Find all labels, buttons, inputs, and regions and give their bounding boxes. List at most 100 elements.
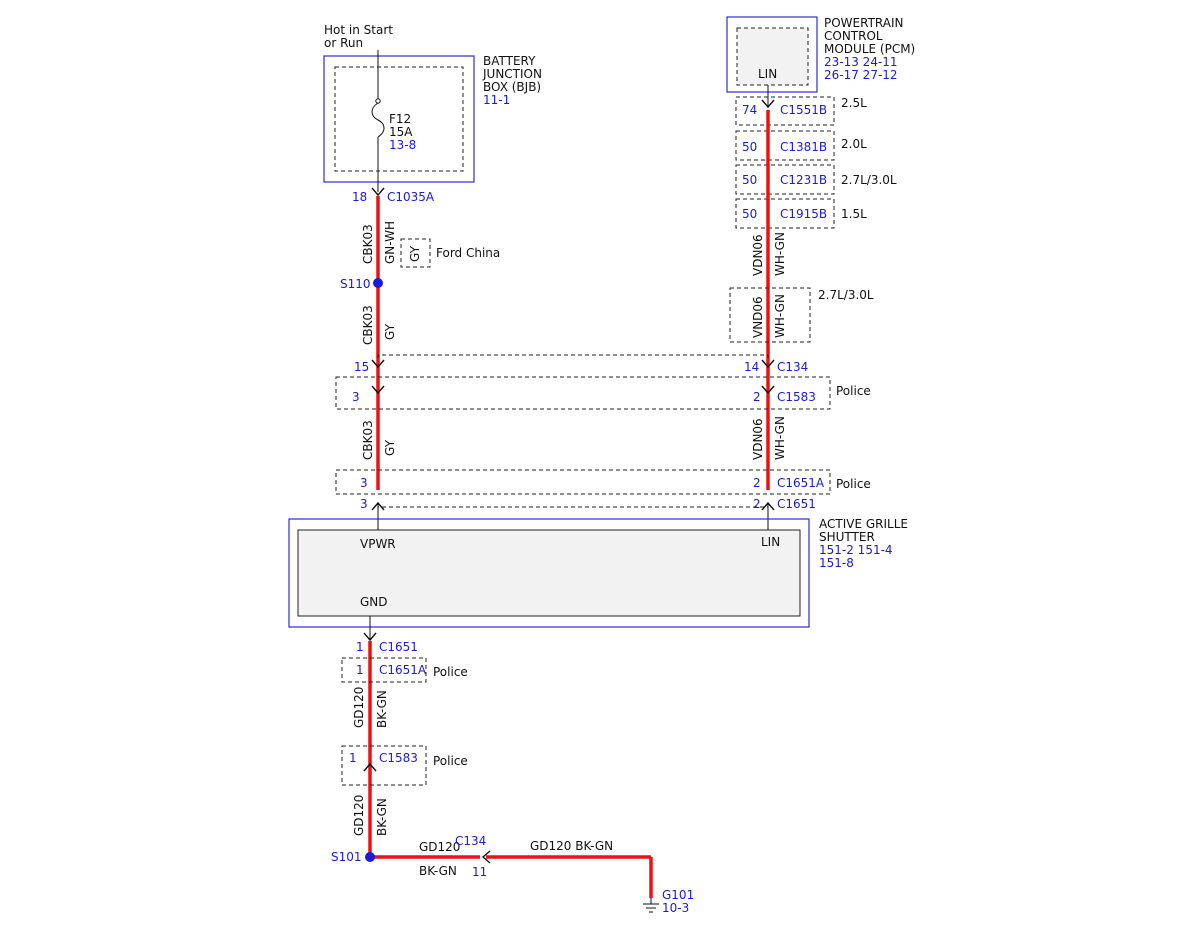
bjb-name-1: BATTERY bbox=[483, 54, 536, 68]
gnd-c134-terminal-icon bbox=[481, 850, 491, 864]
gnd-c1651a-pin: 1 bbox=[356, 663, 364, 677]
gnd-c134-connector: C134 bbox=[455, 834, 486, 848]
bjb-ref: 11-1 bbox=[483, 93, 510, 107]
pcm-ref-2: 26-17 27-12 bbox=[824, 68, 898, 82]
gnd-seg2-circuit: GD120 bbox=[352, 795, 366, 836]
c1651a-left-pin: 3 bbox=[360, 476, 368, 490]
bjb-hot-label-2: or Run bbox=[324, 36, 363, 50]
left-seg3-circuit: CBK03 bbox=[361, 420, 375, 460]
right-alt-variant: 2.7L/3.0L bbox=[818, 288, 874, 302]
left-seg2-color: GY bbox=[383, 323, 397, 340]
c1551b-box bbox=[735, 96, 835, 126]
c134-left-terminal-icon bbox=[371, 359, 385, 369]
gnd-c1651a-note: Police bbox=[433, 665, 468, 679]
c1035a-connector: C1035A bbox=[387, 190, 435, 204]
c1551b-terminal-icon bbox=[761, 99, 775, 109]
gnd-c1583-note: Police bbox=[433, 754, 468, 768]
c1551b-connector: C1551B bbox=[780, 103, 827, 117]
pcm-lin-label: LIN bbox=[758, 67, 777, 81]
gnd-seg1-circuit: GD120 bbox=[352, 687, 366, 728]
shutter-outline bbox=[288, 518, 810, 628]
c1231b-pin: 50 bbox=[742, 173, 757, 187]
pcm-outline bbox=[726, 16, 818, 93]
gnd-c1651a-box bbox=[341, 657, 427, 683]
bjb-outline bbox=[323, 55, 475, 183]
c1583-box bbox=[335, 376, 831, 410]
c1381b-box bbox=[735, 130, 835, 161]
gnd-c1651-terminal-icon bbox=[363, 632, 377, 642]
c1231b-variant: 2.7L/3.0L bbox=[841, 173, 897, 187]
c1231b-connector: C1231B bbox=[780, 173, 827, 187]
c1583-right-pin: 2 bbox=[753, 390, 761, 404]
fuse-terminal-top bbox=[375, 98, 381, 104]
c134-connector: C134 bbox=[777, 360, 808, 374]
c134-right-terminal-icon bbox=[761, 359, 775, 369]
right-seg2-circuit: VDN06 bbox=[751, 418, 765, 460]
shutter-ref-1: 151-2 151-4 bbox=[819, 543, 893, 557]
bjb-name-3: BOX (BJB) bbox=[483, 80, 541, 94]
shutter-gnd-label: GND bbox=[360, 595, 388, 609]
s110-label: S110 bbox=[340, 277, 371, 291]
c1651a-note: Police bbox=[836, 477, 871, 491]
ground-icon bbox=[643, 898, 659, 913]
alt-color-note: Ford China bbox=[436, 246, 500, 260]
gnd-c1583-pin: 1 bbox=[349, 751, 357, 765]
pcm-ref-1: 23-13 24-11 bbox=[824, 55, 898, 69]
bjb-inner-dashed bbox=[334, 66, 464, 172]
c1551b-variant: 2.5L bbox=[841, 96, 867, 110]
g101-ref: 10-3 bbox=[662, 901, 689, 915]
c1915b-box bbox=[735, 198, 835, 229]
pcm-inner bbox=[736, 27, 809, 86]
gnd-seg1-color: BK-GN bbox=[375, 690, 389, 728]
shutter-vpwr-label: VPWR bbox=[360, 537, 396, 551]
gnd-c1651-pin: 1 bbox=[356, 640, 364, 654]
alt-color-box bbox=[400, 238, 431, 268]
c1035a-pin: 18 bbox=[352, 190, 367, 204]
c1915b-variant: 1.5L bbox=[841, 207, 867, 221]
right-alt-circuit: VND06 bbox=[751, 296, 765, 338]
bjb-hot-label-1: Hot in Start bbox=[324, 23, 393, 37]
shutter-inner bbox=[297, 529, 801, 617]
gnd-c1651-connector: C1651 bbox=[379, 640, 418, 654]
c1381b-pin: 50 bbox=[742, 140, 757, 154]
pcm-name-1: POWERTRAIN bbox=[824, 16, 904, 30]
c134-right-pin: 14 bbox=[744, 360, 759, 374]
right-seg2-color: WH-GN bbox=[773, 416, 787, 460]
pcm-name-3: MODULE (PCM) bbox=[824, 42, 915, 56]
fuse-rating: 15A bbox=[389, 125, 413, 139]
c1583-left-pin: 3 bbox=[352, 390, 360, 404]
alt-color: GY bbox=[408, 245, 422, 262]
gnd-c1583-box bbox=[341, 745, 427, 786]
left-seg1-circuit: CBK03 bbox=[361, 224, 375, 264]
right-seg1-color: WH-GN bbox=[773, 232, 787, 276]
c1915b-pin: 50 bbox=[742, 207, 757, 221]
gnd-c1651a-connector: C1651A bbox=[379, 663, 427, 677]
c134-left-pin: 15 bbox=[354, 360, 369, 374]
c1381b-variant: 2.0L bbox=[841, 137, 867, 151]
c1651-connector: C1651 bbox=[777, 497, 816, 511]
c1381b-connector: C1381B bbox=[780, 140, 827, 154]
left-seg1-color: GN-WH bbox=[383, 221, 397, 264]
pcm-name-2: CONTROL bbox=[824, 29, 883, 43]
g101-label: G101 bbox=[662, 888, 694, 902]
shutter-ref-2: 151-8 bbox=[819, 556, 854, 570]
left-seg2-circuit: CBK03 bbox=[361, 305, 375, 345]
c1651a-box bbox=[335, 469, 831, 495]
gnd-c1583-terminal-icon bbox=[363, 762, 377, 772]
c1583-right-terminal-icon bbox=[761, 385, 775, 395]
fuse-icon bbox=[371, 102, 385, 138]
c1651-left-pin: 3 bbox=[360, 497, 368, 511]
right-seg1-circuit: VDN06 bbox=[751, 234, 765, 276]
gnd-h2-label: GD120 BK-GN bbox=[530, 839, 613, 853]
gnd-seg2-color: BK-GN bbox=[375, 798, 389, 836]
c1583-left-terminal-icon bbox=[371, 385, 385, 395]
shutter-name-1: ACTIVE GRILLE bbox=[819, 517, 908, 531]
c1651a-right-pin: 2 bbox=[753, 476, 761, 490]
shutter-lin-label: LIN bbox=[761, 535, 780, 549]
bjb-name-2: JUNCTION bbox=[482, 67, 542, 81]
c1035a-terminal-icon bbox=[371, 187, 385, 197]
gnd-c134-pin: 11 bbox=[472, 865, 487, 879]
c1915b-connector: C1915B bbox=[780, 207, 827, 221]
c1583-note: Police bbox=[836, 384, 871, 398]
